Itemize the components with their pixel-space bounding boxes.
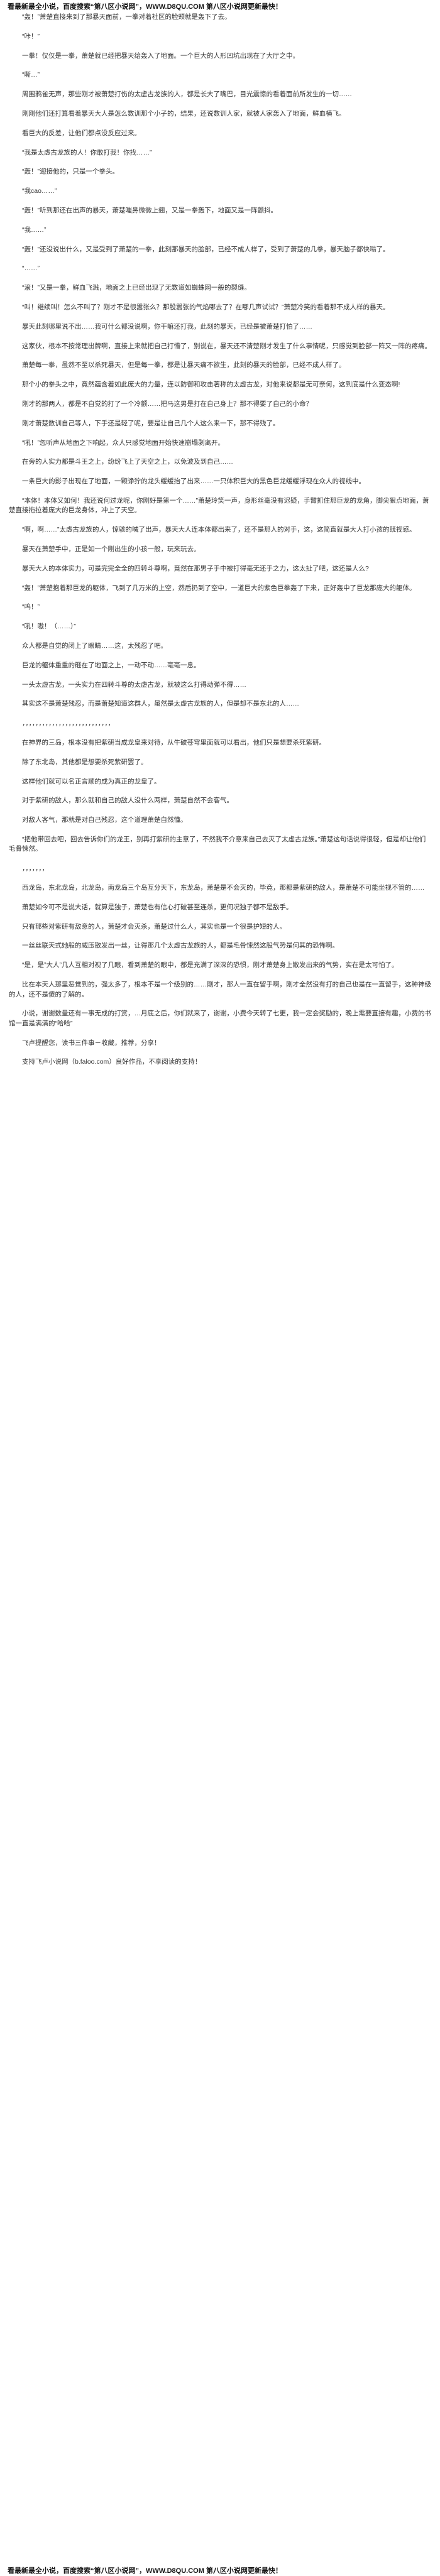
paragraph: “叫！继续叫！怎么不叫了？刚才不是很嚣张么？那股嚣张的气焰哪去了？在哪几声试试？… [22,303,390,311]
paragraph: 众人都是自觉的闭上了眼睛……这，太残忍了吧。 [22,642,167,650]
paragraph: 其实这不是萧楚残忍，而是萧楚知道这群人，虽然是太虚古龙族的人，但是却不是东北的人… [22,700,299,708]
paragraph: 一头太虚古龙，一头实力在四转斗尊的太虚古龙，就被这么打得动弹不得…… [22,680,246,689]
paragraph: 对于紫研的敌人，那么就和自己的敌人没什么两样，萧楚自然不会客气。 [22,797,233,805]
chapter-body: “轰！”萧楚直接来到了那暴天面前，一拳对着社区的脸颊就是轰下了去。 “咔！” 一拳！… [9,13,431,1077]
paragraph: 萧楚每一拳，虽然不至以杀死暴天，但是每一拳，都是让暴天痛不欲生，此刻的暴天的脸部… [22,361,346,369]
paragraph: 比在本天人那里恶觉到的，强太多了，根本不是一个级别的……刚才，那人一直在留手啊，… [9,981,431,998]
paragraph: 在旁的人实力都是斗王之上，纷纷飞上了天空之上，以免波及到自己…… [22,458,233,466]
paragraph: 这家伙，根本不按常理出牌啊，直接上来就把自己打懵了，别说在，暴天还不清楚刚才发生… [22,342,431,350]
paragraph: “是，是”大人”几人互相对视了几眼，看到萧楚的眼中，都是充满了深深的恐惧，刚才萧… [22,961,399,969]
paragraph: 刚才的那两人，都是不自觉的打了一个冷颤……把马这男是打在自己身上？那不得要了自己… [22,400,312,408]
paragraph: “我是太虚古龙族的人！你敢打我！你找……” [22,148,152,156]
paragraph: “咔！” [22,32,40,40]
paragraph: “把他带回去吧，回去告诉你们的龙王，别再打紫研的主意了，不然我不介意来自己去灭了… [9,835,426,853]
paragraph: “……” [22,265,40,273]
paragraph: “轰！”萧楚直接来到了那暴天面前，一拳对着社区的脸颊就是轰下了去。 [22,13,231,21]
paragraph: 这样他们就可以名正言顺的成为真正的龙皇了。 [22,777,161,785]
paragraph: 周围鸦雀无声，那些刚才被萧楚打伤的太虚古龙族的人，都是长大了嘴巴，目光震惊的看着… [22,90,352,99]
paragraph: ，，，，，，，，，，，，，，，，，，，，，，，，，，， [22,719,114,728]
site-banner-top: 看最新最全小说，百度搜索“第八区小说网”，WWW.D8QU.COM 第八区小说网… [8,3,282,11]
paragraph: “呜！” [22,603,40,611]
paragraph: ，，，，，，， [22,865,48,873]
paragraph: 看巨大的反差，让他们都点没反应过来。 [22,129,141,137]
paragraph: “本体！本体又如何！我还说何过龙呢，你刚好是第一个……”萧楚玲笑一声，身形丝毫没… [9,496,429,515]
paragraph: 那个小的拳头之中，竟然蕴含着如此庞大的力量，连以防御和攻击著称的太虚古龙，对他来… [22,381,400,389]
paragraph: “轰！”萧楚抱着那巨龙的躯体，飞到了几万米的上空，然后扔到了空中，一道巨大的紫色… [22,584,416,592]
paragraph: 萧楚如今可不是说大话，就算是独子，萧楚也有信心打破甚至连杀，更何况独子都不是敌手… [22,903,293,911]
paragraph: 刚刚他们还打算看着暴天大人是怎么数训那个小子的，结果，还说数训人家，就被人家轰入… [22,109,346,117]
paragraph: 一丝丝联天式她般的威压散发出一丝，让得那几个太虚古龙族的人，都是毛骨悚然这股气势… [22,942,339,950]
paragraph: “轰！”听到那还在出声的暴天，萧楚嗤鼻微微上翘，又是一拳轰下，地面又是一阵颤抖。 [22,206,277,214]
paragraph: 暴天此刻哪里说不出……我可什么都没说啊，你干嘛还打我，此刻的暴天，已经是被萧楚打… [22,322,312,330]
paragraph: 对敌人客气，那就是对自己残忍，这个道理萧楚自然懂。 [22,816,187,824]
paragraph: 暴天大人的本体实力，可是完完全全的四转斗尊啊，竟然在那男子手中被打得毫无还手之力… [22,564,369,572]
paragraph: 小说，谢谢数量还有一事无成的打赏，…月底之后，你们就来了，谢谢，小费今天转了七更… [9,1010,431,1027]
paragraph: 支持飞卢小说网（b.faloo.com）良好作品，不享阅读的支持！ [22,1058,202,1066]
paragraph: 在神界的三岛，根本没有把紫研当成龙皇来对待，从牛破苍穹里面就可以看出，他们只是想… [22,738,326,746]
paragraph: “轰！”还没说出什么，又是受到了萧楚的一拳，此刻那暴天的脸部，已经不成人样了，受… [22,245,390,253]
paragraph: “我……” [22,226,47,234]
paragraph: “滚！”又是一拳，鲜血飞溅，地面之上已经出现了无数道如蜘蛛网一般的裂缝。 [22,284,251,292]
paragraph: 巨龙的躯体重重的砸在了地面之上，一动不动……毫毫一息。 [22,661,201,669]
paragraph: “吼！”忽听声从地面之下响起，众人只感觉地面开始快速崩塌剥离开。 [22,439,224,447]
site-banner-bottom: 看最新最全小说，百度搜索“第八区小说网”，WWW.D8QU.COM 第八区小说网… [8,2567,282,2575]
paragraph: 刚才萧楚数训自己等人，下手还是轻了呢，要是让自己几个人这么来一下，那不得残了。 [22,419,280,427]
paragraph: “啊，啊……”太虚古龙族的人，惊骇的喊了出声，暴天大人连本体都出来了，还不是那人… [22,526,416,534]
paragraph: 除了东北岛，其他都是想要杀死紫研罢了。 [22,758,148,766]
paragraph: 飞卢提醒您，读书三件事－收藏，推荐，分享！ [22,1039,161,1047]
paragraph: “吼！嗷！（……）” [22,623,76,631]
paragraph: “轰！”迎接他的，只是一个拳头。 [22,168,119,176]
paragraph: 一条巨大的影子出现在了地面，一颗诤狞的龙头缓缓抬了出来……一只体积巨大的黑色巨龙… [22,478,365,486]
paragraph: 暴天在萧楚手中，正是如一个刚出生的小孩一般，玩来玩去。 [22,545,201,554]
paragraph: 西龙岛，东北龙岛，北龙岛，南龙岛三个岛互分天下，东龙岛，萧楚是不会灭的，毕竟，那… [22,884,425,892]
paragraph: 一拳！仅仅是一拳，萧楚就已经把暴天给轰入了地面。一个巨大的人形凹坑出现在了大厅之… [22,52,299,60]
paragraph: “嘶…” [22,71,40,79]
paragraph: “我cao……” [22,187,57,195]
paragraph: 只有那些对紫研有敌意的人，萧楚才会灭杀，萧楚过什么人，其实也是一个很是护短的人。 [22,922,286,931]
